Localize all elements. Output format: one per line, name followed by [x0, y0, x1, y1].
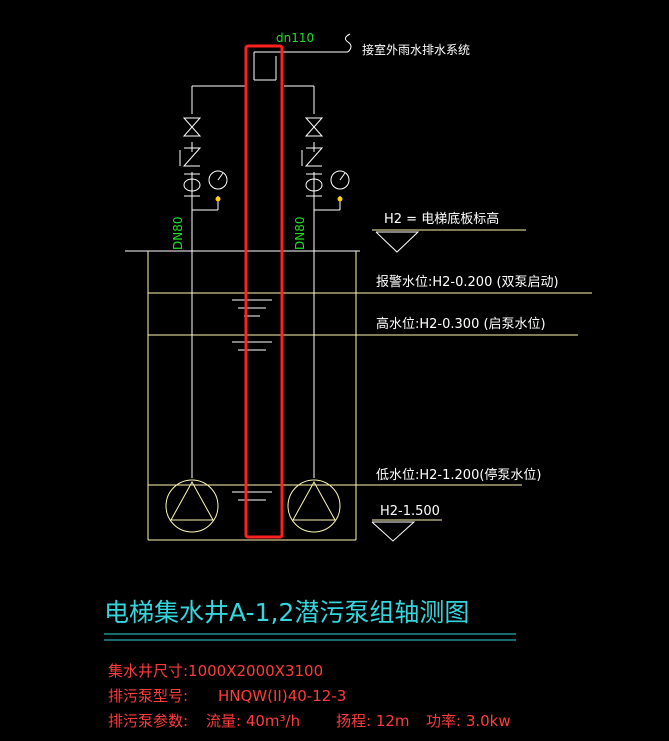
- spec-params-label: 排污泵参数:: [108, 712, 189, 730]
- title-underline: [104, 633, 516, 641]
- spec-power: 功率: 3.0kw: [426, 712, 511, 730]
- level-leader-lines: [356, 229, 592, 521]
- level-alarm-label: 报警水位:H2-0.200 (双泵启动): [376, 275, 559, 290]
- level-symbols: [371, 231, 420, 542]
- level-high-label: 高水位:H2-0.300 (启泵水位): [376, 317, 546, 332]
- outlet-label: 接室外雨水排水系统: [362, 43, 471, 57]
- pressure-gauge-right: [330, 170, 350, 202]
- spec-model-value: HNQW(II)40-12-3: [218, 687, 347, 705]
- branch-right-label: DN80: [293, 216, 307, 251]
- pipework: [191, 33, 352, 478]
- spec-flow: 流量: 40m³/h: [206, 712, 301, 730]
- pipe-size-label: dn110: [276, 31, 315, 45]
- flexible-joint-left: [183, 173, 201, 197]
- level-bottom-label: H2-1.500: [380, 504, 440, 519]
- spec-well-size: 集水井尺寸:1000X2000X3100: [108, 662, 324, 680]
- branch-left-label: DN80: [171, 216, 185, 251]
- gate-valve-left: [182, 117, 202, 137]
- riser-highlight: [244, 44, 284, 539]
- pressure-gauge-left: [208, 170, 228, 202]
- flexible-joint-right: [305, 173, 323, 197]
- well-walls: [147, 251, 357, 541]
- check-valve-right: [301, 147, 324, 167]
- submersible-pump-right: [287, 479, 341, 533]
- level-top-label: H2 = 电梯底板标高: [384, 212, 500, 227]
- check-valve-left: [179, 147, 202, 167]
- spec-model-label: 排污泵型号:: [108, 687, 189, 705]
- spec-head: 扬程: 12m: [336, 712, 410, 730]
- level-low-label: 低水位:H2-1.200(停泵水位): [376, 468, 542, 483]
- drawing-title: 电梯集水井A-1,2潜污泵组轴测图: [104, 598, 470, 627]
- water-level-ticks: [232, 299, 272, 501]
- submersible-pump-left: [165, 479, 219, 533]
- gate-valve-right: [304, 117, 324, 137]
